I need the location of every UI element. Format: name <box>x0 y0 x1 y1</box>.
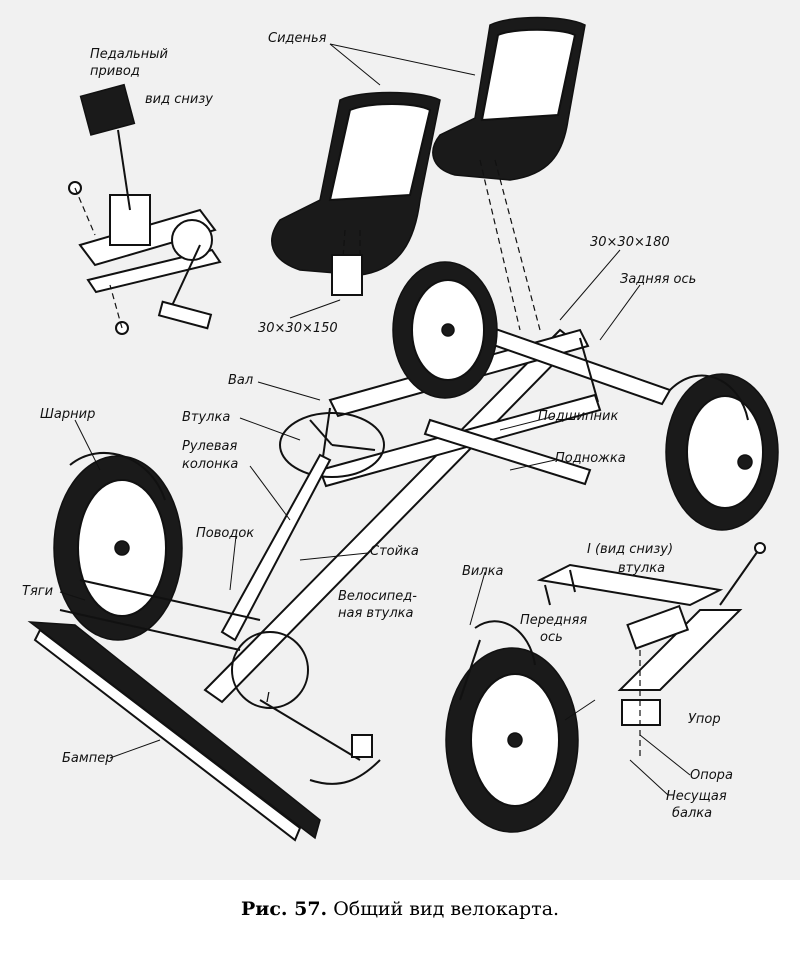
label-footrest: Подножка <box>555 451 626 466</box>
label-shaft: Вал <box>228 373 253 388</box>
kart-drawing: Педальный привод вид снизу Сиденья 30×30… <box>0 0 800 880</box>
label-sleeve: Втулка <box>182 410 230 425</box>
label-bicycle-sleeve-1: Велосипед- <box>338 589 417 604</box>
bumper <box>27 621 361 842</box>
brake-cable <box>309 759 381 785</box>
front-wheel-right <box>445 620 579 833</box>
label-steering-column-1: Рулевая <box>182 439 237 454</box>
detail-view-one <box>536 542 766 760</box>
rear-wheel-right <box>665 373 779 531</box>
rear-wheel-left <box>392 261 498 399</box>
label-hinge: Шарнир <box>40 407 95 422</box>
label-fork: Вилка <box>462 564 504 579</box>
leader-lines <box>59 43 691 796</box>
label-pedal-drive-2: привод <box>90 64 140 79</box>
label-pedal-drive-3: вид снизу <box>145 92 213 107</box>
figure-caption: Рис. 57. Общий вид велокарта. <box>0 898 800 920</box>
label-roman-one: I <box>266 691 270 706</box>
label-carrier-beam-1: Несущая <box>666 789 727 804</box>
label-pedal-drive-1: Педальный <box>90 47 168 62</box>
label-lever: Поводок <box>196 526 254 541</box>
label-support: Опора <box>690 768 733 783</box>
label-view-bottom: I (вид снизу) <box>587 542 673 557</box>
label-bumper: Бампер <box>62 751 113 766</box>
tie-rod <box>59 609 241 651</box>
bicycle-sleeve-part <box>351 734 373 758</box>
steering-column <box>220 453 332 642</box>
caption-number: Рис. 57. <box>240 898 328 920</box>
label-dim-180: 30×30×180 <box>590 235 670 250</box>
label-front-axle-1: Передняя <box>520 613 587 628</box>
label-post: Стойка <box>370 544 419 559</box>
label-front-axle-2: ось <box>540 630 563 645</box>
seat-post-block <box>331 254 363 296</box>
label-rods: Тяги <box>22 584 53 599</box>
label-stop: Упор <box>688 712 721 727</box>
steering-wheel <box>279 412 385 478</box>
label-bearing: Подшипник <box>538 409 619 424</box>
front-wheel-left <box>53 451 183 641</box>
seat-front <box>271 91 441 276</box>
label-steering-column-2: колонка <box>182 457 238 472</box>
caption-text: Общий вид велокарта. <box>333 898 560 920</box>
detail-marker-circle <box>231 631 309 709</box>
label-seats: Сиденья <box>268 31 327 46</box>
label-rear-axle: Задняя ось <box>620 272 696 287</box>
label-sleeve2: втулка <box>618 561 665 576</box>
pedal-drive <box>68 83 222 335</box>
label-carrier-beam-2: балка <box>672 806 712 821</box>
label-bicycle-sleeve-2: ная втулка <box>338 606 414 621</box>
seat-rear <box>432 16 586 181</box>
label-dim-150: 30×30×150 <box>258 321 338 336</box>
